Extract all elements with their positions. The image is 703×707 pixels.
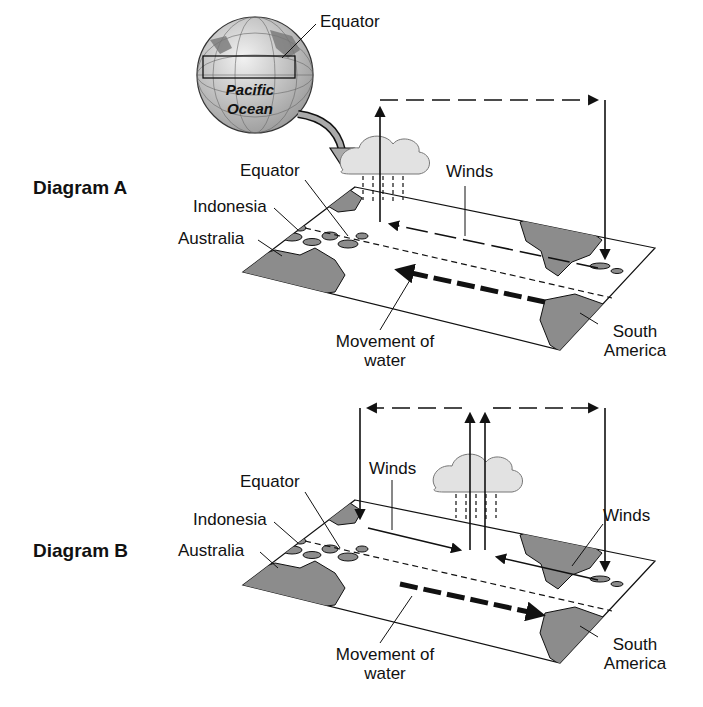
label: Movement of water [330, 332, 440, 370]
label: Indonesia [193, 197, 267, 216]
label: South America [590, 635, 680, 673]
label: Equator [240, 472, 300, 491]
label: Diagram B [33, 541, 128, 560]
label: Winds [603, 506, 650, 525]
label: Winds [446, 162, 493, 181]
label: Equator [240, 161, 300, 180]
label: South America [590, 322, 680, 360]
label: Diagram A [33, 178, 127, 197]
label: Pacific Ocean [210, 80, 290, 118]
label: Movement of water [330, 645, 440, 683]
label: Australia [178, 541, 244, 560]
label: Australia [178, 229, 244, 248]
label: Equator [320, 12, 380, 31]
label: Indonesia [193, 510, 267, 529]
label: Winds [369, 459, 416, 478]
